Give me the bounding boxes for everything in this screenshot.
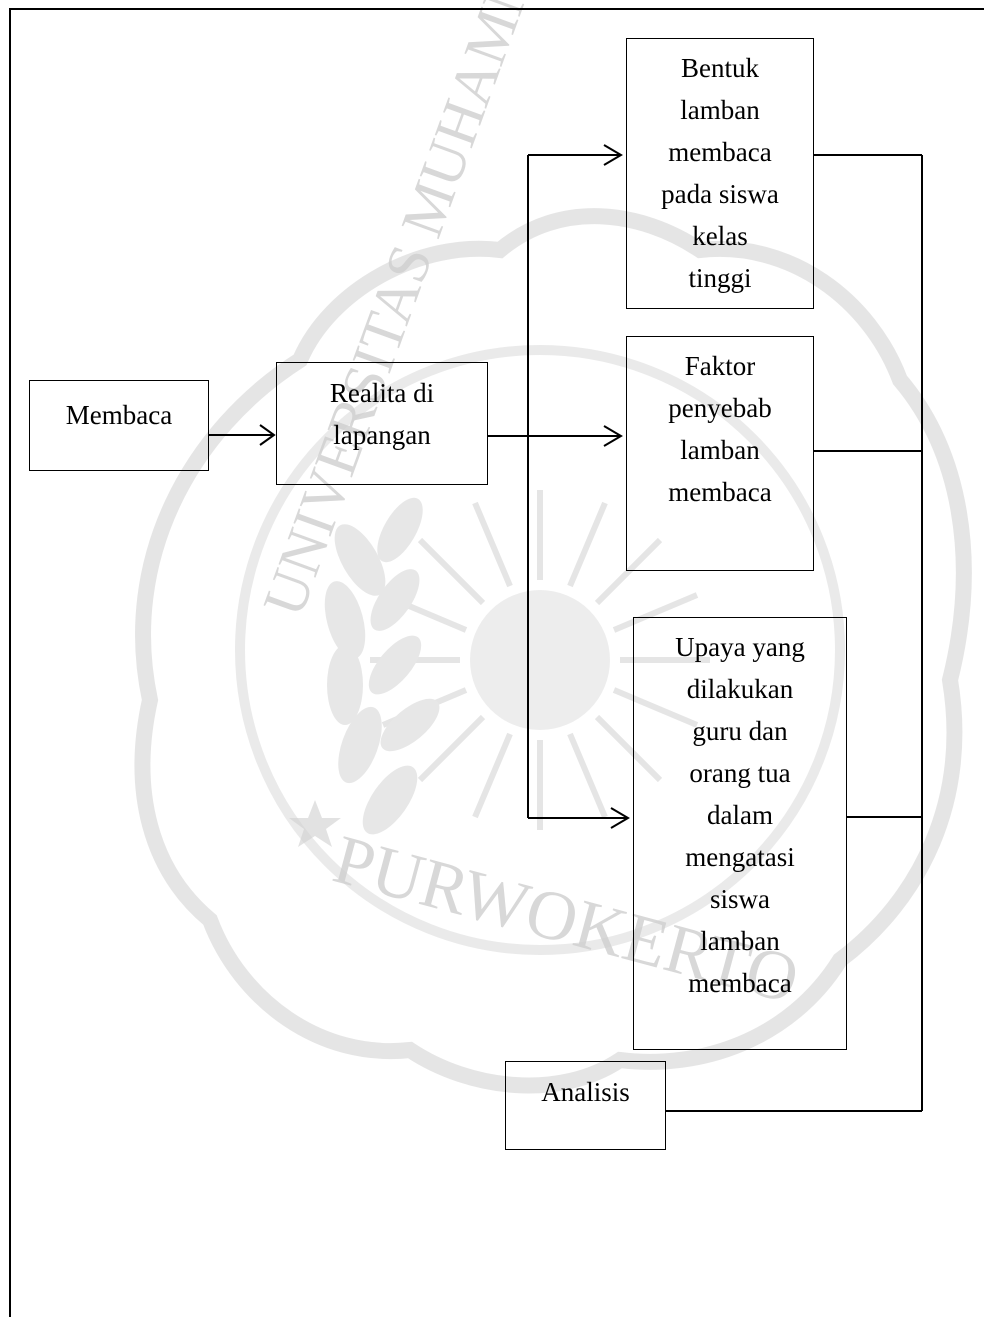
node-bentuk: Bentuk lamban membaca pada siswa kelas t… xyxy=(626,38,814,309)
node-realita: Realita di lapangan xyxy=(276,362,488,485)
arrowhead-realita xyxy=(259,424,276,446)
arrowhead-bentuk xyxy=(603,144,623,166)
arrowhead-faktor xyxy=(603,425,623,447)
node-faktor-label: Faktor penyebab lamban membaca xyxy=(668,351,772,507)
node-analisis: Analisis xyxy=(505,1061,666,1150)
node-bentuk-label: Bentuk lamban membaca pada siswa kelas t… xyxy=(661,53,779,293)
node-analisis-label: Analisis xyxy=(541,1077,630,1107)
node-membaca-label: Membaca xyxy=(65,400,173,430)
page-frame-left xyxy=(9,8,11,1317)
arrowhead-upaya xyxy=(610,807,630,829)
node-realita-label: Realita di lapangan xyxy=(329,378,435,450)
page-frame-top xyxy=(9,8,984,10)
node-membaca: Membaca xyxy=(29,380,209,471)
node-upaya: Upaya yang dilakukan guru dan orang tua … xyxy=(633,617,847,1050)
node-upaya-label: Upaya yang dilakukan guru dan orang tua … xyxy=(675,632,805,998)
node-faktor: Faktor penyebab lamban membaca xyxy=(626,336,814,571)
